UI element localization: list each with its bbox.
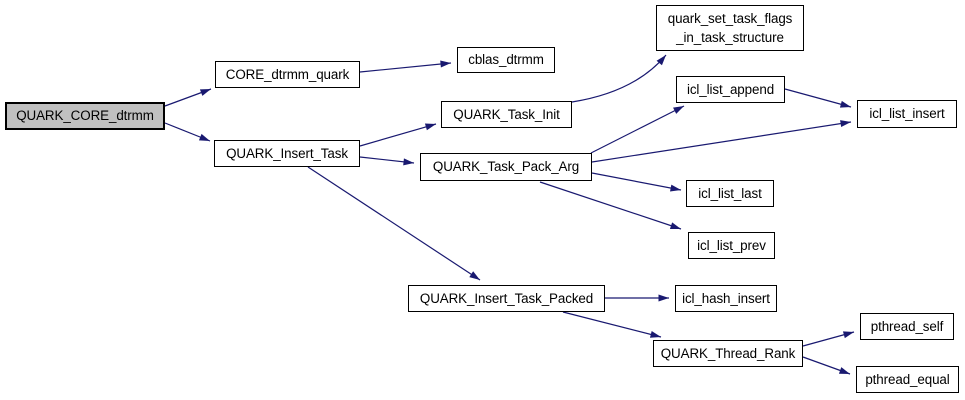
node-quark-insert-task-packed[interactable]: QUARK_Insert_Task_Packed — [408, 285, 605, 312]
edge-quark-insert-task-to-quark-task-init — [359, 123, 437, 147]
edge-quark-task-init-to-quark-set-task-flags-in-task-structure — [571, 54, 667, 103]
node-label: icl_list_prev — [697, 237, 766, 253]
node-label: CORE_dtrmm_quark — [225, 66, 350, 82]
node-icl-hash-insert[interactable]: icl_hash_insert — [675, 285, 777, 312]
edge-quark-task-pack-arg-to-icl-list-insert — [591, 120, 852, 163]
edge-quark-core-dtrmm-to-core-dtrmm-quark — [164, 88, 212, 107]
node-cblas-dtrmm[interactable]: cblas_dtrmm — [457, 47, 555, 73]
node-quark-task-init[interactable]: QUARK_Task_Init — [441, 101, 572, 128]
node-label: QUARK_Task_Init — [453, 106, 560, 122]
edge-quark-insert-task-packed-to-quark-thread-rank — [562, 311, 662, 338]
node-label: QUARK_CORE_dtrmm — [16, 108, 154, 124]
edge-quark-core-dtrmm-to-quark-insert-task — [164, 122, 211, 142]
node-label: quark_set_task_flags _in_task_structure — [667, 10, 793, 45]
node-label: icl_hash_insert — [682, 290, 770, 306]
node-pthread-equal[interactable]: pthread_equal — [856, 366, 959, 393]
node-quark-insert-task[interactable]: QUARK_Insert_Task — [214, 140, 360, 167]
node-label: cblas_dtrmm — [468, 52, 544, 68]
node-label: icl_list_last — [698, 185, 762, 201]
node-label: QUARK_Task_Pack_Arg — [432, 159, 580, 175]
edge-quark-task-pack-arg-to-icl-list-last — [591, 172, 682, 192]
node-quark-core-dtrmm: QUARK_CORE_dtrmm — [5, 102, 165, 130]
edge-quark-thread-rank-to-pthread-equal — [802, 356, 851, 375]
node-quark-thread-rank[interactable]: QUARK_Thread_Rank — [653, 340, 803, 367]
edge-icl-list-append-to-icl-list-insert — [784, 88, 852, 108]
node-quark-set-task-flags-in-task-structure[interactable]: quark_set_task_flags _in_task_structure — [656, 5, 804, 51]
edge-quark-thread-rank-to-pthread-self — [802, 331, 855, 347]
node-icl-list-insert[interactable]: icl_list_insert — [857, 100, 957, 128]
node-icl-list-append[interactable]: icl_list_append — [676, 76, 785, 103]
node-label: QUARK_Thread_Rank — [660, 345, 796, 361]
node-label: QUARK_Insert_Task — [226, 145, 348, 161]
node-label: pthread_equal — [865, 371, 950, 387]
node-core-dtrmm-quark[interactable]: CORE_dtrmm_quark — [215, 61, 360, 88]
node-label: QUARK_Insert_Task_Packed — [419, 290, 594, 306]
node-label: icl_list_insert — [869, 106, 945, 122]
node-label: pthread_self — [870, 318, 944, 334]
edge-quark-task-pack-arg-to-icl-list-prev — [539, 181, 682, 230]
edge-core-dtrmm-quark-to-cblas-dtrmm — [359, 60, 452, 73]
node-quark-task-pack-arg[interactable]: QUARK_Task_Pack_Arg — [420, 153, 592, 181]
node-label: icl_list_append — [686, 81, 775, 97]
node-icl-list-prev[interactable]: icl_list_prev — [688, 232, 775, 259]
edge-quark-insert-task-to-quark-insert-task-packed — [307, 166, 481, 281]
node-icl-list-last[interactable]: icl_list_last — [686, 180, 774, 207]
node-pthread-self[interactable]: pthread_self — [860, 313, 954, 340]
edge-quark-insert-task-to-quark-task-pack-arg — [359, 156, 415, 166]
edge-quark-task-pack-arg-to-icl-list-append — [590, 105, 685, 154]
